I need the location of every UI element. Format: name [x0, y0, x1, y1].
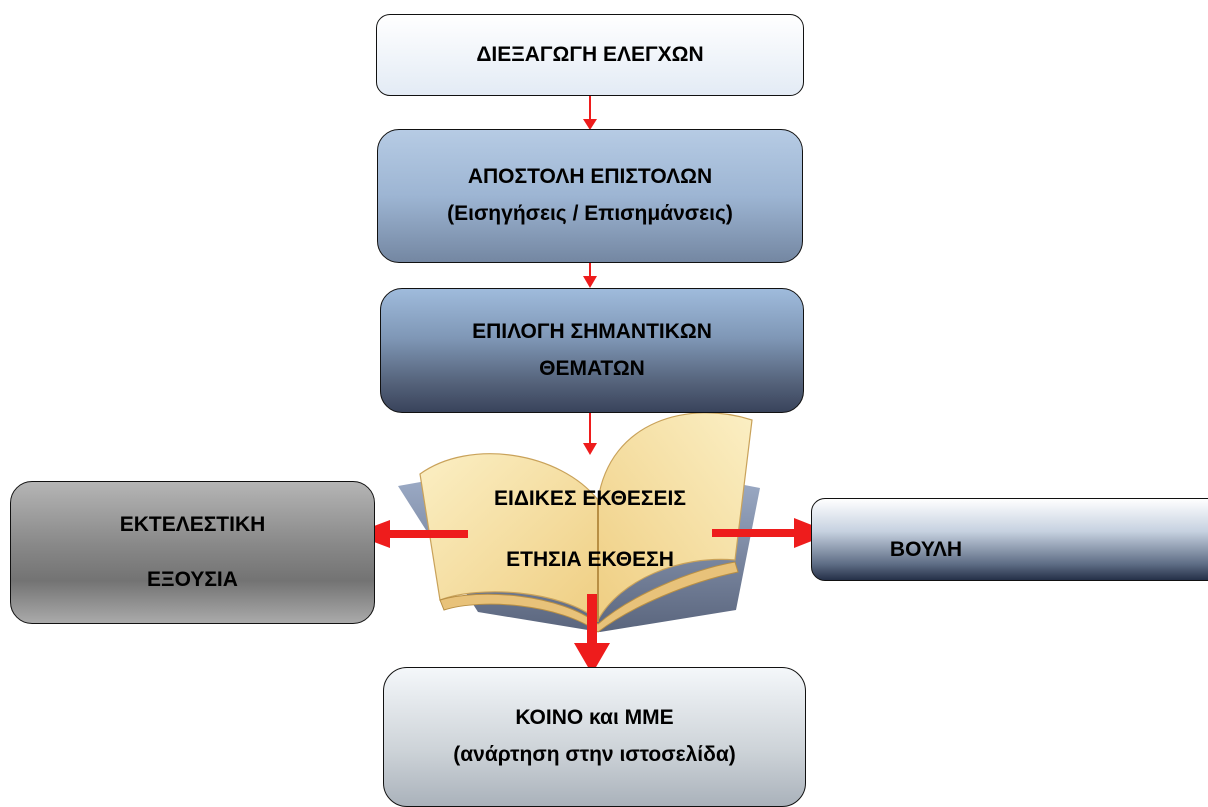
- arrow-box2-to-box3: [583, 263, 597, 288]
- public-media-sublabel: (ανάρτηση στην ιστοσελίδα): [453, 743, 736, 766]
- conduct-audits-box: ΔΙΕΞΑΓΩΓΗ ΕΛΕΓΧΩΝ: [376, 14, 804, 96]
- parliament-box: ΒΟΥΛΗ: [811, 498, 1208, 581]
- send-letters-label: ΑΠΟΣΤΟΛΗ ΕΠΙΣΤΟΛΩΝ: [467, 165, 713, 189]
- parliament-label: ΒΟΥΛΗ: [889, 538, 963, 562]
- special-reports-label: ΕΙΔΙΚΕΣ ΕΚΘΕΣΕΙΣ: [494, 487, 686, 510]
- public-media-label: ΚΟΙΝΟ και ΜΜΕ: [515, 706, 674, 730]
- annual-report-label: ΕΤΗΣΙΑ ΕΚΘΕΣΗ: [506, 548, 674, 571]
- send-letters-box: ΑΠΟΣΤΟΛΗ ΕΠΙΣΤΟΛΩΝ (Εισηγήσεις / Επισημά…: [377, 129, 803, 263]
- executive-label: ΕΚΤΕΛΕΣΤΙΚΗ: [119, 512, 266, 536]
- conduct-audits-label: ΔΙΕΞΑΓΩΓΗ ΕΛΕΓΧΩΝ: [476, 42, 704, 66]
- arrow-box3-to-book: [583, 413, 597, 455]
- select-topics-label-2: ΘΕΜΑΤΩΝ: [539, 356, 645, 380]
- book-text: ΕΙΔΙΚΕΣ ΕΚΘΕΣΕΙΣ ΕΤΗΣΙΑ ΕΚΘΕΣΗ: [470, 487, 710, 578]
- arrow-box1-to-box2: [583, 96, 597, 130]
- arrow-book-to-public: [574, 594, 610, 674]
- select-topics-box: ΕΠΙΛΟΓΗ ΣΗΜΑΝΤΙΚΩΝ ΘΕΜΑΤΩΝ: [380, 288, 804, 413]
- executive-box: ΕΚΤΕΛΕΣΤΙΚΗ ΕΞΟΥΣΙΑ: [10, 481, 375, 624]
- send-letters-sublabel: (Εισηγήσεις / Επισημάνσεις): [447, 202, 733, 225]
- executive-label-2: ΕΞΟΥΣΙΑ: [147, 567, 238, 591]
- select-topics-label: ΕΠΙΛΟΓΗ ΣΗΜΑΝΤΙΚΩΝ: [472, 319, 712, 343]
- public-media-box: ΚΟΙΝΟ και ΜΜΕ (ανάρτηση στην ιστοσελίδα): [383, 667, 806, 807]
- open-book-icon: [398, 412, 760, 633]
